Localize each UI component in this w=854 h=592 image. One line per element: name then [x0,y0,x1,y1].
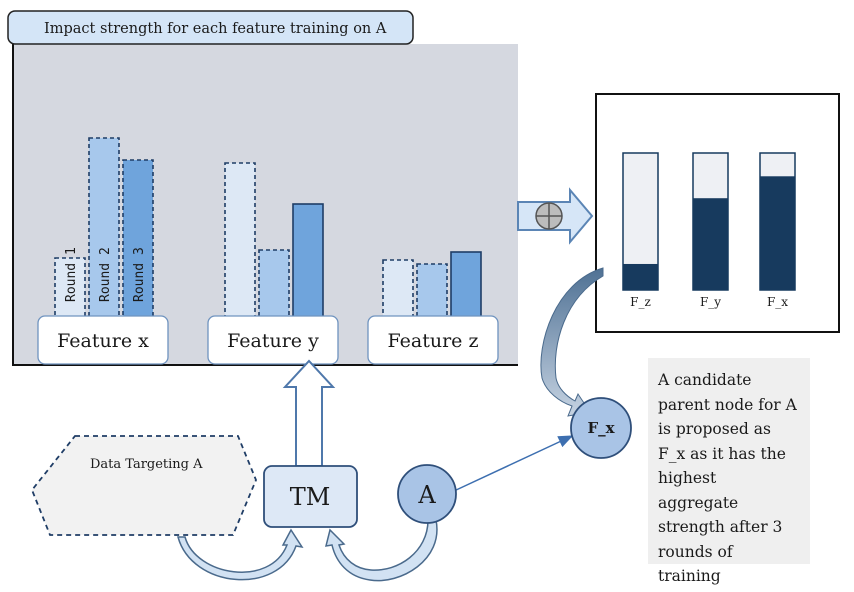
aggregate-bar-f_x [760,176,795,290]
bar-feature-y-round-3 [292,203,324,331]
tm-to-feature-y-arrow [282,359,336,467]
feature-label-2: Feature y [227,330,319,352]
aggregate-label-f_x: F_x [767,295,788,309]
feature-label-box-3 [367,315,499,365]
tm-label: TM [290,483,331,511]
a-to-tm-arrow [324,519,438,582]
fx-label: F_x [587,419,615,437]
round-label-3: Round 3 [132,247,147,302]
fx-node [570,397,632,459]
chart-title: Impact strength for each feature trainin… [44,21,387,37]
chart-title-box [7,10,414,45]
bar-feature-x-round-3 [122,159,154,331]
explanation-note: A candidate parent node for A is propose… [648,358,810,585]
data-targeting-label: Data Targeting A [90,457,203,472]
feature-label-box-2 [207,315,339,365]
chart-panel-border [12,44,518,366]
tm-node [263,465,358,528]
aggregate-bar-f_z [623,263,658,290]
round-label-1: Round 1 [64,247,79,302]
a-to-fx-arrow [453,435,574,492]
bar-feature-x-round-2 [88,137,120,331]
feature-label-1: Feature x [57,330,149,352]
data-targeting-shape [30,435,257,536]
aggregate-bar-f_y [693,198,728,290]
feature-label-3: Feature z [388,330,479,352]
aggregate-label-f_y: F_y [700,295,721,309]
a-label: A [417,481,436,509]
round-label-2: Round 2 [98,247,113,302]
curved-arrow-to-fx [540,267,604,417]
a-node [397,464,457,524]
bar-feature-y-round-1 [224,162,256,331]
feature-label-box-1 [37,315,169,365]
data-to-tm-arrow [177,528,304,581]
aggregate-label-f_z: F_z [630,295,651,309]
